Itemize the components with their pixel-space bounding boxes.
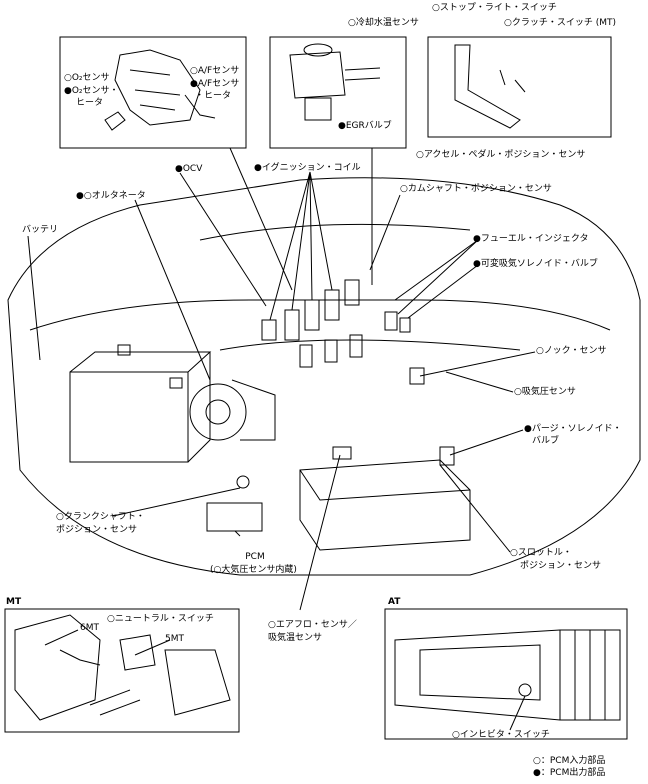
label-clutch-switch: ○クラッチ・スイッチ (MT): [504, 18, 616, 28]
label-throttle-sensor-2: ポジション・センサ: [520, 561, 602, 571]
label-camshaft-sensor: ○カムシャフト・ポジション・センサ: [400, 184, 552, 194]
alternator-shape: [189, 383, 247, 441]
label-ocv: ●OCV: [175, 164, 203, 174]
label-o2-heater-2: ヒータ: [76, 98, 104, 108]
label-crankshaft-sensor-2: ポジション・センサ: [56, 525, 138, 535]
label-inhibitor-switch: ○インヒビタ・スイッチ: [452, 730, 550, 740]
label-airflow-sensor-2: 吸気温センサ: [268, 633, 323, 643]
label-mt: MT: [6, 597, 22, 607]
label-ignition-coil: ●イグニッション・コイル: [254, 163, 361, 173]
label-at: AT: [388, 597, 401, 607]
inset-accel-pedal: [427, 36, 612, 138]
label-purge-solenoid-2: バルブ: [532, 436, 560, 446]
legend-output: ●：PCM出力部品: [533, 768, 606, 778]
label-crankshaft-sensor-1: ○クランクシャフト・: [56, 512, 145, 522]
label-o2-sensor: ○O₂センサ: [64, 73, 110, 83]
label-af-heater-2: ・ヒータ: [195, 91, 232, 101]
label-fuel-injector: ●フューエル・インジェクタ: [473, 234, 589, 244]
label-6mt: 6MT: [80, 623, 99, 633]
label-battery: バッテリ: [22, 225, 59, 235]
label-pcm: PCM: [245, 552, 265, 562]
label-throttle-sensor-1: ○スロットル・: [510, 548, 572, 558]
battery-shape: [69, 371, 189, 463]
label-o2-heater-1: ●O₂センサ・: [64, 86, 119, 96]
inset-at: [384, 608, 628, 740]
label-alternator: ●○オルタネータ: [76, 191, 146, 201]
label-airflow-sensor-1: ○エアフロ・センサ／: [268, 620, 357, 630]
label-egr-valve: ●EGRバルブ: [338, 121, 392, 131]
pcm-shape: [206, 502, 263, 532]
label-knock-sensor: ○ノック・センサ: [536, 346, 607, 356]
label-af-sensor: ○A/Fセンサ: [190, 66, 240, 76]
label-intake-solenoid: ●可変吸気ソレノイド・バルブ: [473, 259, 598, 269]
label-neutral-switch: ○ニュートラル・スイッチ: [107, 614, 214, 624]
label-coolant-temp-sensor: ○冷却水温センサ: [348, 18, 419, 28]
inset-egr-coolant: [269, 36, 407, 149]
label-accel-pedal-sensor: ○アクセル・ペダル・ポジション・センサ: [416, 150, 586, 160]
inset-mt: [4, 608, 240, 733]
label-af-heater-1: ●A/Fセンサ: [190, 79, 240, 89]
label-map-sensor: ○吸気圧センサ: [514, 387, 576, 397]
label-5mt: 5MT: [165, 634, 184, 644]
label-stop-light-switch: ○ストップ・ライト・スイッチ: [432, 3, 557, 13]
legend-input: ○：PCM入力部品: [533, 756, 606, 766]
label-purge-solenoid-1: ●パージ・ソレノイド・: [524, 424, 622, 434]
label-pcm-note: (○大気圧センサ内蔵): [210, 565, 297, 575]
inset-o2-af-sensor: [59, 36, 247, 149]
